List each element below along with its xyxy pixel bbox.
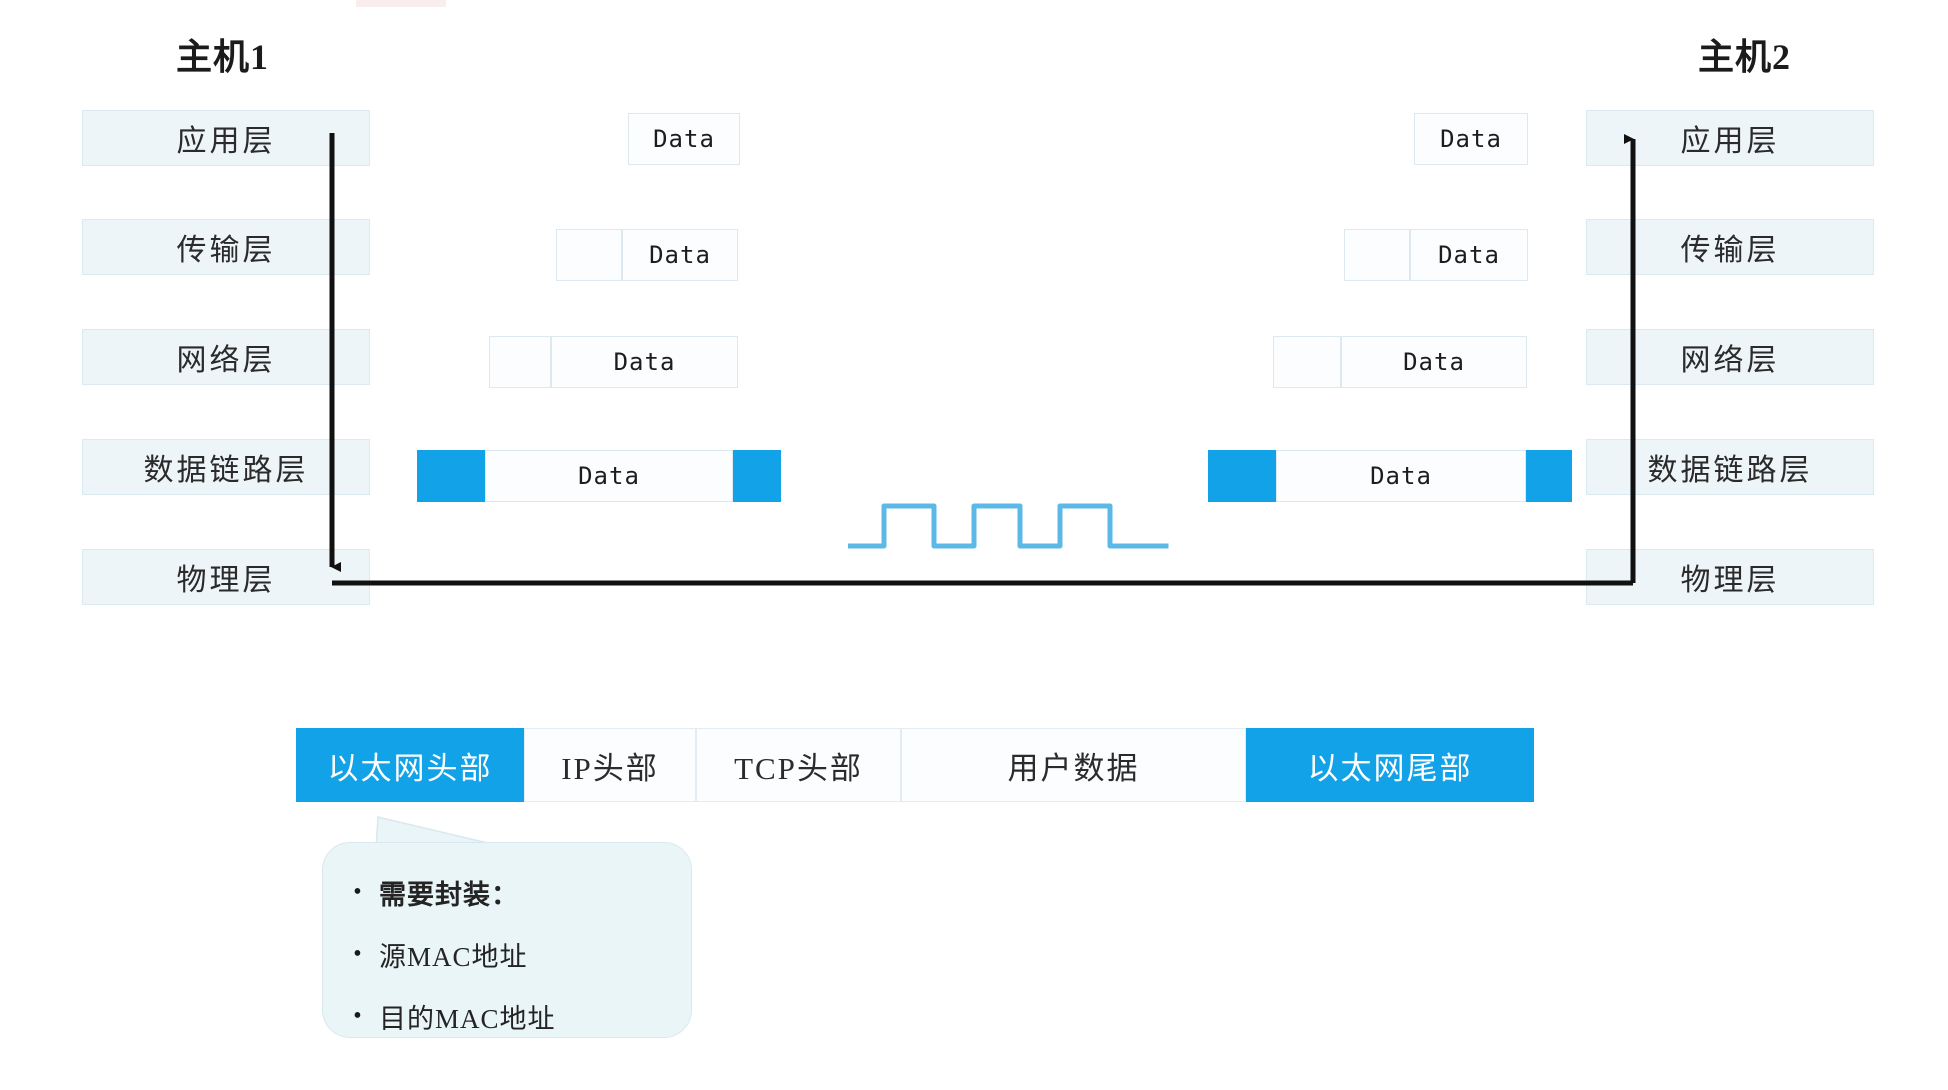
callout-bubble: • 需要封装： • 源MAC地址 • 目的MAC地址 [322, 842, 692, 1038]
packet-right-transport: Data [1344, 229, 1528, 281]
bullet-icon: • [353, 1003, 363, 1029]
callout-line-text: 需要封装： [379, 879, 519, 910]
packet-data-cell: Data [622, 229, 738, 281]
layer-box-right-network[interactable]: 网络层 [1586, 329, 1874, 385]
layer-box-right-application[interactable]: 应用层 [1586, 110, 1874, 166]
layer-box-left-network[interactable]: 网络层 [82, 329, 370, 385]
layer-box-right-physical[interactable]: 物理层 [1586, 549, 1874, 605]
layer-box-right-transport[interactable]: 传输层 [1586, 219, 1874, 275]
packet-data-cell: Data [1410, 229, 1528, 281]
packet-ethernet-trailer-cell [733, 450, 781, 502]
packet-right-network: Data [1273, 336, 1527, 388]
layer-box-left-datalink[interactable]: 数据链路层 [82, 439, 370, 495]
top-edge-artifact [356, 0, 446, 7]
layer-box-left-application[interactable]: 应用层 [82, 110, 370, 166]
packet-data-cell: Data [628, 113, 740, 165]
packet-left-network: Data [489, 336, 738, 388]
layer-box-left-physical[interactable]: 物理层 [82, 549, 370, 605]
layer-box-right-datalink[interactable]: 数据链路层 [1586, 439, 1874, 495]
packet-ethernet-trailer-cell [1526, 450, 1572, 502]
packet-right-application: Data [1414, 113, 1528, 165]
packet-data-cell: Data [1341, 336, 1527, 388]
callout-line-text: 目的MAC地址 [379, 1003, 556, 1034]
physical-signal-wave-icon [848, 503, 1169, 549]
packet-header-cell [1344, 229, 1410, 281]
packet-data-cell: Data [1414, 113, 1528, 165]
callout-line: • 需要封装： [337, 861, 681, 923]
packet-data-cell: Data [485, 450, 733, 502]
frame-cell-user-data[interactable]: 用户数据 [901, 728, 1246, 802]
callout-line: • 目的MAC地址 [337, 985, 681, 1047]
packet-ethernet-header-cell [1208, 450, 1276, 502]
bullet-icon: • [353, 941, 363, 967]
frame-cell-ethernet-trailer[interactable]: 以太网尾部 [1246, 728, 1534, 802]
ethernet-frame-structure-bar: 以太网头部 IP头部 TCP头部 用户数据 以太网尾部 [296, 728, 1534, 802]
frame-cell-ip-header[interactable]: IP头部 [524, 728, 696, 802]
callout-line: • 源MAC地址 [337, 923, 681, 985]
packet-ethernet-header-cell [417, 450, 485, 502]
packet-header-cell [1273, 336, 1341, 388]
packet-left-datalink: Data [417, 450, 781, 502]
packet-header-cell [489, 336, 551, 388]
bullet-icon: • [353, 879, 363, 905]
host2-title: 主机2 [1698, 37, 1792, 77]
packet-data-cell: Data [551, 336, 738, 388]
frame-cell-tcp-header[interactable]: TCP头部 [696, 728, 901, 802]
packet-left-transport: Data [556, 229, 738, 281]
frame-cell-ethernet-header[interactable]: 以太网头部 [296, 728, 524, 802]
packet-header-cell [556, 229, 622, 281]
layer-box-left-transport[interactable]: 传输层 [82, 219, 370, 275]
packet-left-application: Data [628, 113, 740, 165]
packet-right-datalink: Data [1208, 450, 1572, 502]
packet-data-cell: Data [1276, 450, 1526, 502]
callout-line-text: 源MAC地址 [379, 941, 528, 972]
host1-title: 主机1 [176, 37, 270, 77]
